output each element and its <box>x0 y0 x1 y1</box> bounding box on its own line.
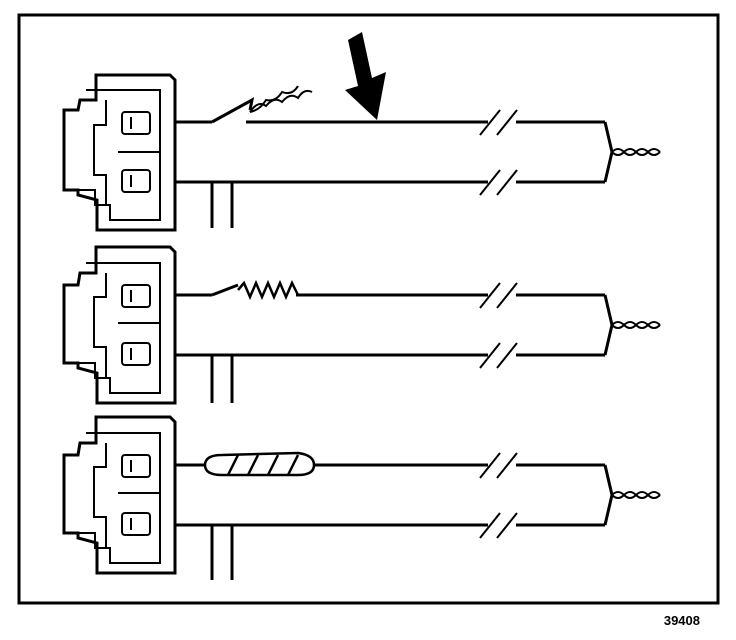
figure-id-label: 39408 <box>663 613 700 628</box>
indicator-arrow <box>345 32 386 120</box>
harness-3 <box>175 463 614 580</box>
harness-2 <box>175 283 614 403</box>
end-twist-1 <box>611 148 661 156</box>
break-mark-lower-2 <box>479 342 518 369</box>
harness-1 <box>175 97 614 228</box>
terminal-upper <box>121 111 151 135</box>
connector-3 <box>62 415 177 575</box>
end-twist-3 <box>611 491 661 499</box>
break-mark-lower-1 <box>479 169 518 196</box>
break-mark-upper-2 <box>479 282 518 309</box>
tape-wrapped-splice <box>203 451 316 477</box>
panel-3-taped <box>62 415 661 580</box>
terminal-lower <box>121 342 151 366</box>
diagram-frame <box>17 13 720 605</box>
terminal-lower <box>121 512 151 536</box>
panel-1-loose-twist <box>62 32 661 232</box>
loose-twist-splice <box>249 85 313 113</box>
terminal-upper <box>121 454 151 478</box>
end-twist-2 <box>611 321 661 329</box>
terminal-upper <box>121 284 151 308</box>
break-mark-lower-3 <box>479 512 518 539</box>
tight-twist-splice <box>237 279 300 301</box>
panel-2-tight-twist <box>62 245 661 405</box>
terminal-lower <box>121 169 151 193</box>
break-mark-upper-3 <box>479 452 518 479</box>
connector-2 <box>62 245 177 405</box>
connector-1 <box>62 73 177 232</box>
break-mark-upper-1 <box>479 109 518 136</box>
